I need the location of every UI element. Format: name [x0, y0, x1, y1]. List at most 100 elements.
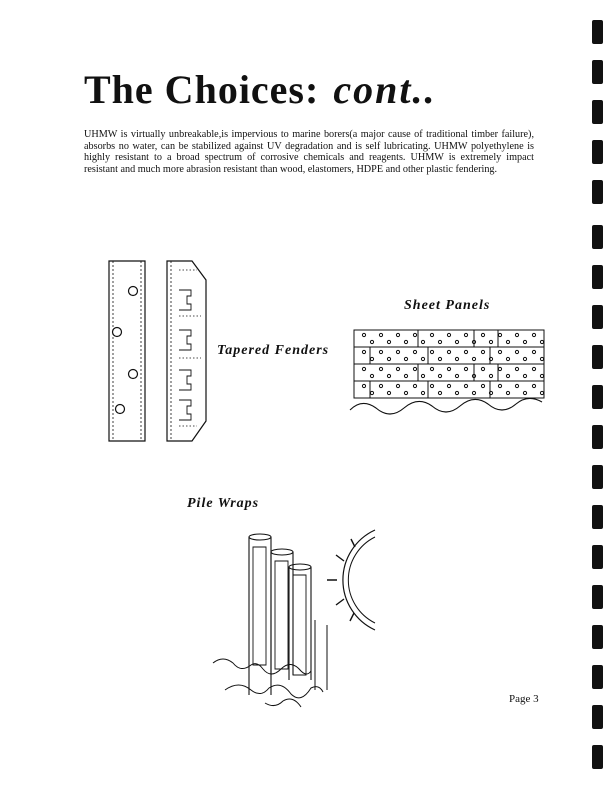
panel-bolt: [430, 333, 433, 336]
panel-bolt: [396, 350, 399, 353]
wrap-joints: [327, 539, 355, 621]
panel-bolt: [472, 374, 475, 377]
panel-bolt: [370, 391, 373, 394]
panel-bolt: [362, 384, 365, 387]
body-paragraph: UHMW is virtually unbreakable,is impervi…: [84, 129, 534, 175]
panel-bolt: [506, 391, 509, 394]
straight-fender-outline: [109, 261, 145, 441]
binding-hole: [592, 180, 603, 204]
tapered-fenders-illustration: [100, 258, 210, 444]
wrap-section-outer: [343, 530, 375, 630]
panel-bolt: [447, 384, 450, 387]
panel-bolt: [362, 350, 365, 353]
counterbore-steps: [179, 290, 191, 420]
panel-bolt: [430, 367, 433, 370]
panel-bolt: [455, 340, 458, 343]
panel-bolt: [447, 367, 450, 370]
wrap-section-inner: [348, 537, 375, 623]
panel-row: [354, 347, 544, 364]
panel-bolt: [481, 384, 484, 387]
panel-bolt: [379, 350, 382, 353]
pile-wrap-sleeve: [275, 561, 288, 669]
panel-bolt: [404, 340, 407, 343]
tapered-fender-outline: [167, 261, 206, 441]
panel-bolt: [498, 384, 501, 387]
binding-hole: [592, 665, 603, 689]
panel-bolt: [438, 374, 441, 377]
binding-hole: [592, 425, 603, 449]
panel-bolt: [379, 384, 382, 387]
panel-bolt: [506, 340, 509, 343]
panel-bolt: [421, 374, 424, 377]
panel-bolt: [379, 333, 382, 336]
binding-holes: [590, 0, 612, 794]
panel-bolt: [515, 333, 518, 336]
panel-bolt: [532, 384, 535, 387]
binding-hole: [592, 545, 603, 569]
panel-bolt: [506, 357, 509, 360]
panel-row: [354, 330, 544, 347]
bolt-hole: [129, 370, 138, 379]
panel-bolt: [455, 357, 458, 360]
bolt-hole: [113, 328, 122, 337]
binding-hole: [592, 625, 603, 649]
panel-bolt: [464, 350, 467, 353]
panel-bolt: [387, 357, 390, 360]
caption-tapered-fenders: Tapered Fenders: [217, 343, 330, 358]
panel-bolt: [438, 391, 441, 394]
panel-bolt: [532, 367, 535, 370]
panel-bolt: [540, 391, 543, 394]
panel-bolt: [464, 367, 467, 370]
panel-bolt: [540, 340, 543, 343]
panel-bolt: [396, 367, 399, 370]
binding-hole: [592, 140, 603, 164]
panel-bolt: [472, 357, 475, 360]
bolt-hole: [129, 287, 138, 296]
binding-hole: [592, 100, 603, 124]
panel-bolt: [447, 333, 450, 336]
panel-bolt: [481, 350, 484, 353]
pile-wrap-sleeve: [253, 547, 266, 665]
title-italic: cont..: [333, 67, 437, 112]
panel-bolt: [370, 374, 373, 377]
panel-bolt: [370, 357, 373, 360]
panel-bolt: [362, 333, 365, 336]
panel-bolt: [523, 340, 526, 343]
pile-shaft: [289, 567, 311, 680]
panel-bolt: [413, 350, 416, 353]
panel-bolt: [523, 374, 526, 377]
panel-bolt: [455, 391, 458, 394]
binding-hole: [592, 705, 603, 729]
water-line: [213, 659, 323, 707]
binding-hole: [592, 265, 603, 289]
panel-row: [354, 381, 544, 398]
binding-hole: [592, 345, 603, 369]
title-main: The Choices:: [84, 67, 320, 112]
panel-bolt: [379, 367, 382, 370]
panel-bolt: [540, 357, 543, 360]
panel-bolt: [430, 350, 433, 353]
binding-hole: [592, 225, 603, 249]
binding-hole: [592, 385, 603, 409]
panel-bolt: [472, 391, 475, 394]
pile-wraps-illustration: [205, 525, 380, 720]
panel-bolt: [464, 333, 467, 336]
panel-bolt: [421, 391, 424, 394]
panel-bolt: [498, 333, 501, 336]
panel-bolt: [506, 374, 509, 377]
panel-bolt: [413, 367, 416, 370]
panel-bolt: [515, 367, 518, 370]
panel-bolt: [370, 340, 373, 343]
panel-bolt: [396, 333, 399, 336]
panel-bolt: [498, 350, 501, 353]
panel-bolt: [489, 340, 492, 343]
panel-bolt: [421, 357, 424, 360]
panel-bolt: [387, 374, 390, 377]
panel-bolt: [404, 357, 407, 360]
panel-bolt: [489, 374, 492, 377]
pile-shaft: [249, 537, 271, 695]
panel-bolt: [421, 340, 424, 343]
panel-bolt: [489, 391, 492, 394]
binding-hole: [592, 745, 603, 769]
panel-bolt: [523, 357, 526, 360]
